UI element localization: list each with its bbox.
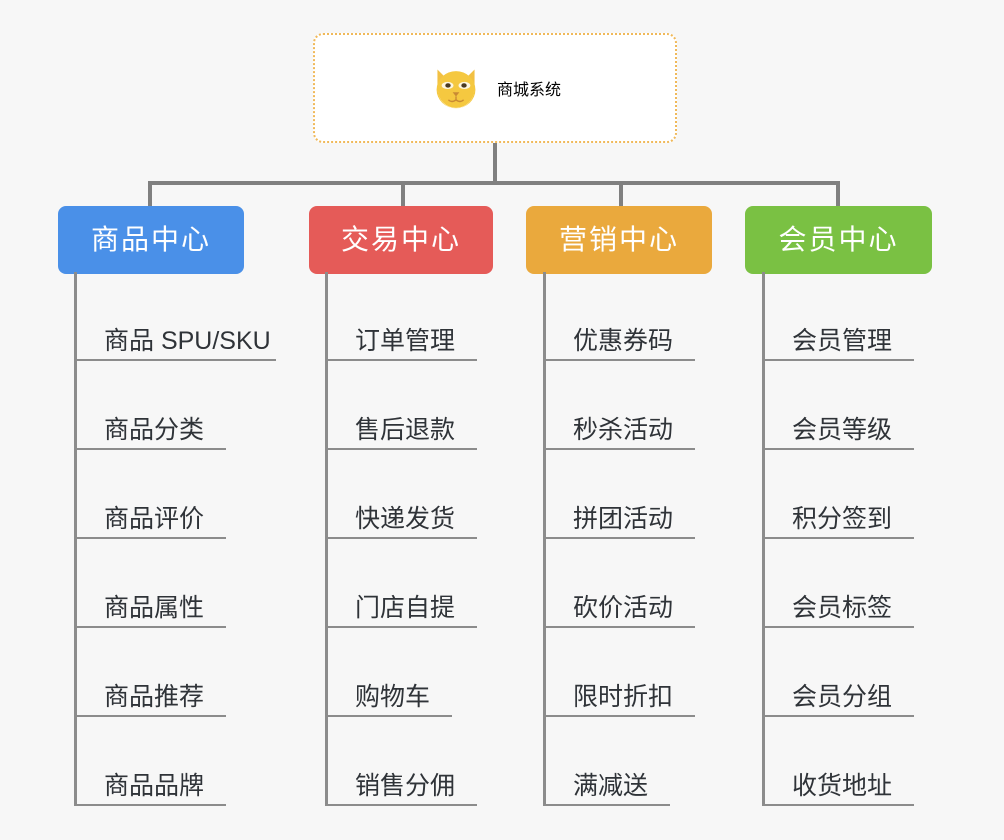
- branch-box-3[interactable]: 营销中心: [526, 206, 712, 274]
- list-item[interactable]: 砍价活动: [543, 539, 695, 628]
- shiba-dog-icon: [436, 69, 476, 110]
- leaf-label: 门店自提: [355, 593, 456, 622]
- leaf-underline: [543, 448, 695, 450]
- leaf-spine-2: [325, 272, 328, 806]
- leaf-label: 订单管理: [355, 326, 456, 355]
- leaf-underline: [543, 537, 695, 539]
- leaf-underline: [543, 804, 670, 806]
- branch-box-2[interactable]: 交易中心: [309, 206, 493, 274]
- connector-horizontal-bus: [150, 181, 840, 185]
- list-item[interactable]: 售后退款: [325, 361, 477, 450]
- list-item[interactable]: 会员等级: [762, 361, 914, 450]
- list-item[interactable]: 商品分类: [74, 361, 226, 450]
- leaf-spine-4: [762, 272, 765, 806]
- leaf-underline: [762, 804, 914, 806]
- list-item[interactable]: 商品 SPU/SKU: [74, 272, 276, 361]
- branch-box-4[interactable]: 会员中心: [745, 206, 932, 274]
- branch-box-1[interactable]: 商品中心: [58, 206, 244, 274]
- leaf-underline: [74, 626, 226, 628]
- list-item[interactable]: 秒杀活动: [543, 361, 695, 450]
- leaf-label: 秒杀活动: [573, 415, 674, 444]
- leaf-label: 商品品牌: [104, 771, 205, 800]
- leaf-underline: [325, 626, 477, 628]
- connector-root-stem: [493, 143, 497, 183]
- leaf-underline: [543, 359, 695, 361]
- list-item[interactable]: 商品品牌: [74, 717, 226, 806]
- list-item[interactable]: 收货地址: [762, 717, 914, 806]
- list-item[interactable]: 商品推荐: [74, 628, 226, 717]
- leaf-label: 限时折扣: [573, 682, 674, 711]
- list-item[interactable]: 会员管理: [762, 272, 914, 361]
- leaf-label: 砍价活动: [573, 593, 674, 622]
- leaf-label: 会员等级: [792, 415, 893, 444]
- list-item[interactable]: 商品属性: [74, 539, 226, 628]
- leaf-underline: [762, 359, 914, 361]
- list-item[interactable]: 优惠券码: [543, 272, 695, 361]
- leaf-label: 商品评价: [104, 504, 205, 533]
- leaf-label: 购物车: [355, 682, 431, 711]
- leaf-label: 满减送: [573, 771, 649, 800]
- leaf-underline: [325, 715, 452, 717]
- connector-drop-1: [148, 181, 152, 208]
- leaf-underline: [325, 537, 477, 539]
- list-item[interactable]: 会员标签: [762, 539, 914, 628]
- leaf-underline: [762, 448, 914, 450]
- connector-drop-3: [619, 181, 623, 208]
- leaf-label: 快递发货: [355, 504, 456, 533]
- list-item[interactable]: 销售分佣: [325, 717, 477, 806]
- list-item[interactable]: 商品评价: [74, 450, 226, 539]
- branch-label-4: 会员中心: [778, 224, 899, 255]
- leaf-underline: [543, 626, 695, 628]
- root-title: 商城系统: [496, 82, 561, 99]
- list-item[interactable]: 限时折扣: [543, 628, 695, 717]
- list-item[interactable]: 拼团活动: [543, 450, 695, 539]
- leaf-label: 拼团活动: [573, 504, 674, 533]
- list-item[interactable]: 积分签到: [762, 450, 914, 539]
- leaf-underline: [762, 537, 914, 539]
- leaf-underline: [74, 804, 226, 806]
- leaf-underline: [325, 448, 477, 450]
- leaf-label: 商品 SPU/SKU: [104, 326, 271, 355]
- leaf-label: 商品分类: [104, 415, 205, 444]
- list-item[interactable]: 满减送: [543, 717, 670, 806]
- leaf-underline: [74, 537, 226, 539]
- list-item[interactable]: 会员分组: [762, 628, 914, 717]
- leaf-underline: [74, 359, 276, 361]
- leaf-label: 会员标签: [792, 593, 893, 622]
- connector-drop-4: [836, 181, 840, 208]
- root-node[interactable]: 商城系统: [313, 33, 677, 143]
- leaf-underline: [762, 715, 914, 717]
- leaf-underline: [543, 715, 695, 717]
- leaf-underline: [325, 804, 477, 806]
- list-item[interactable]: 快递发货: [325, 450, 477, 539]
- list-item[interactable]: 门店自提: [325, 539, 477, 628]
- list-item[interactable]: 订单管理: [325, 272, 477, 361]
- branch-label-2: 交易中心: [340, 224, 461, 255]
- leaf-label: 会员分组: [792, 682, 893, 711]
- leaf-label: 销售分佣: [355, 771, 456, 800]
- leaf-spine-3: [543, 272, 546, 806]
- branch-label-1: 商品中心: [90, 224, 211, 255]
- leaf-label: 积分签到: [792, 504, 893, 533]
- leaf-spine-1: [74, 272, 77, 806]
- leaf-underline: [325, 359, 477, 361]
- leaf-underline: [74, 448, 226, 450]
- branch-label-3: 营销中心: [558, 224, 679, 255]
- leaf-label: 商品推荐: [104, 682, 205, 711]
- connector-drop-2: [401, 181, 405, 208]
- leaf-label: 售后退款: [355, 415, 456, 444]
- leaf-label: 会员管理: [792, 326, 893, 355]
- leaf-label: 收货地址: [792, 771, 893, 800]
- leaf-label: 优惠券码: [573, 326, 674, 355]
- list-item[interactable]: 购物车: [325, 628, 452, 717]
- leaf-underline: [762, 626, 914, 628]
- leaf-label: 商品属性: [104, 593, 205, 622]
- leaf-underline: [74, 715, 226, 717]
